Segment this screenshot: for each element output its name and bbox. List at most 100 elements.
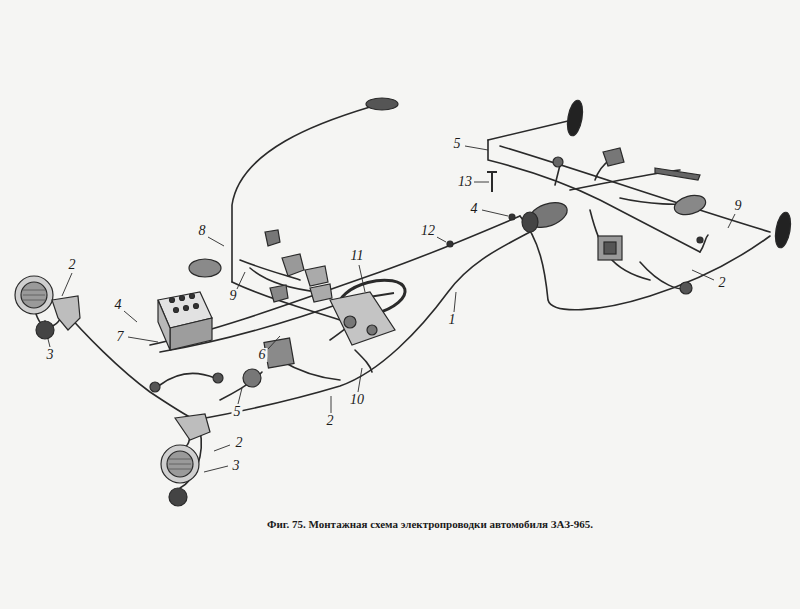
drawing-part: [158, 300, 170, 350]
callout-number: 4: [469, 202, 480, 216]
drawing-part: [728, 214, 735, 228]
drawing-part: [359, 265, 365, 292]
drawing-part: [160, 374, 215, 385]
drawing-part: [367, 325, 377, 335]
callout-number: 4: [113, 298, 124, 312]
drawing-part: [454, 292, 456, 312]
drawing-part: [565, 99, 585, 137]
drawing-part: [232, 282, 340, 320]
drawing-part: [331, 396, 332, 413]
drawing-part: [672, 192, 708, 218]
drawing-part: [190, 294, 195, 299]
figure-caption: Фиг. 75. Монтажная схема электропроводки…: [267, 518, 593, 530]
callout-number: 2: [717, 276, 728, 290]
drawing-part: [473, 182, 489, 183]
drawing-part: [264, 338, 294, 368]
drawing-part: [604, 242, 616, 254]
drawing-part: [52, 296, 80, 330]
drawing-part: [174, 308, 179, 313]
drawing-part: [509, 214, 515, 220]
drawing-part: [355, 350, 372, 372]
drawing-part: [214, 445, 230, 451]
drawing-part: [487, 171, 497, 173]
drawing-part: [194, 304, 199, 309]
drawing-part: [282, 254, 304, 276]
drawing-part: [465, 146, 488, 150]
drawing-part: [184, 306, 189, 311]
drawing-part: [160, 300, 350, 352]
drawing-part: [169, 488, 187, 506]
callout-number: 3: [45, 348, 56, 362]
drawing-part: [232, 107, 370, 282]
callout-number: 7: [115, 330, 126, 344]
drawing-part: [697, 237, 703, 243]
callout-number: 13: [456, 175, 474, 189]
drawing-part: [169, 459, 191, 469]
drawing-part: [270, 285, 288, 302]
drawing-part: [48, 339, 50, 347]
drawing-part: [520, 216, 770, 310]
drawing-part: [358, 368, 362, 392]
drawing-part: [655, 168, 700, 180]
callout-number: 3: [231, 459, 242, 473]
harness-wires: [36, 107, 770, 488]
callout-number: 2: [325, 414, 336, 428]
callout-number: 1: [447, 313, 458, 327]
drawing-part: [488, 121, 568, 140]
drawing-part: [189, 259, 221, 277]
drawing-part: [167, 451, 193, 477]
drawing-part: [170, 318, 212, 350]
drawing-part: [175, 414, 210, 440]
drawing-part: [491, 172, 493, 192]
callout-number: 6: [257, 348, 268, 362]
drawing-part: [265, 230, 280, 246]
drawing-part: [488, 140, 700, 252]
drawing-part: [128, 337, 158, 342]
drawing-part: [36, 321, 54, 339]
drawing-part: [555, 165, 560, 185]
drawing-part: [330, 292, 395, 345]
drawing-part: [692, 270, 714, 280]
drawing-part: [15, 276, 53, 314]
drawing-part: [62, 273, 72, 296]
drawing-part: [208, 237, 224, 246]
drawing-part: [603, 148, 624, 166]
drawing-part: [447, 241, 453, 247]
callout-number: 5: [452, 137, 463, 151]
drawing-part: [305, 266, 328, 286]
drawing-part: [161, 445, 199, 483]
callout-number: 8: [197, 224, 208, 238]
drawing-part: [366, 98, 398, 110]
drawing-part: [21, 282, 47, 308]
drawing-part: [213, 373, 223, 383]
drawing-part: [590, 210, 650, 280]
drawing-part: [195, 232, 530, 420]
drawing-part: [482, 210, 508, 216]
drawing-part: [553, 157, 563, 167]
drawing-part: [237, 272, 245, 289]
components: [15, 98, 793, 506]
drawing-part: [268, 336, 280, 349]
drawing-part: [170, 298, 175, 303]
drawing-part: [310, 284, 332, 302]
drawing-part: [522, 212, 538, 232]
callout-number: 2: [234, 436, 245, 450]
drawing-part: [150, 382, 160, 392]
drawing-part: [238, 388, 242, 404]
leader-lines: [48, 146, 735, 472]
drawing-part: [598, 236, 622, 260]
drawing-part: [243, 369, 261, 387]
callout-number: 10: [348, 393, 366, 407]
drawing-part: [23, 290, 45, 300]
drawing-part: [500, 146, 770, 232]
callout-number: 12: [419, 224, 437, 238]
drawing-part: [180, 296, 185, 301]
callout-number: 5: [232, 405, 243, 419]
drawing-part: [124, 311, 137, 322]
drawing-part: [344, 316, 356, 328]
callout-number: 9: [733, 199, 744, 213]
callout-number: 9: [228, 289, 239, 303]
drawing-part: [204, 466, 228, 472]
drawing-part: [773, 211, 793, 249]
